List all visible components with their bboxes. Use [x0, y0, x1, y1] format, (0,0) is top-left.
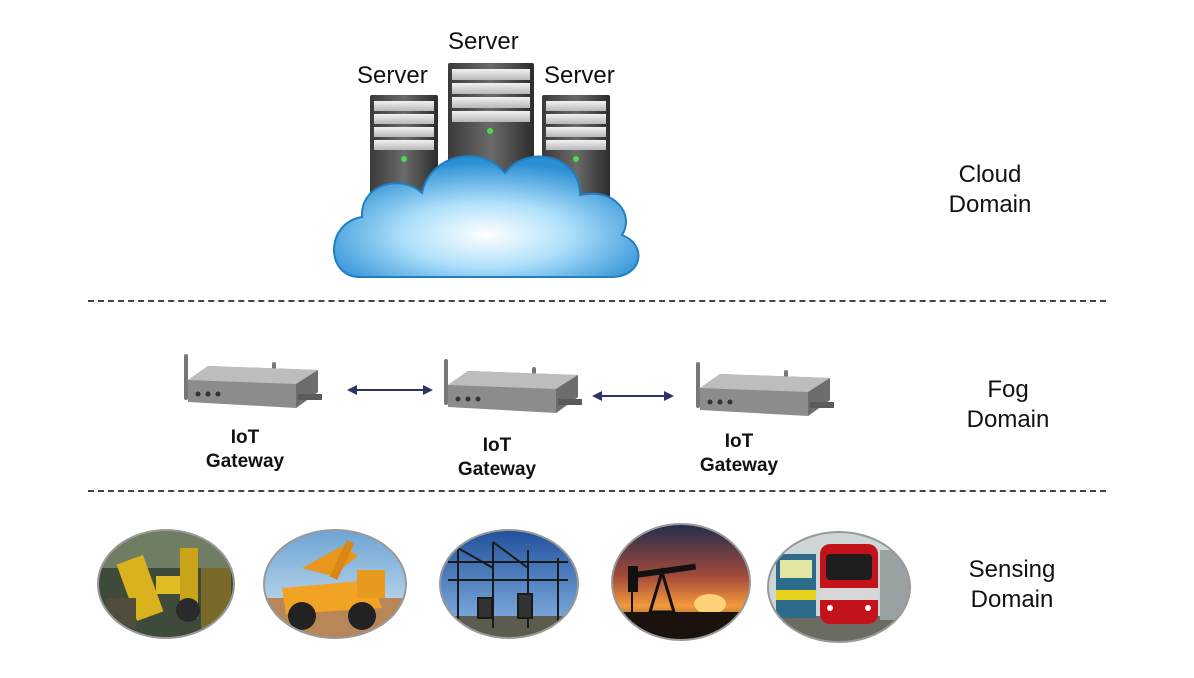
cloud-domain-label: Cloud Domain [910, 160, 1070, 220]
server-right-label: Server [544, 62, 615, 89]
oil-pump-icon [611, 523, 751, 641]
mining-truck-icon [263, 529, 407, 639]
iot-gateway-icon [444, 359, 582, 413]
server-left-label: Server [357, 62, 428, 89]
train-icon [767, 531, 911, 643]
sensing-domain-label-line1: Sensing [968, 556, 1056, 583]
cloud-icon [333, 155, 640, 278]
iot-gateway-label: IoT Gateway [205, 427, 285, 472]
fog-domain-label-line1: Fog [987, 376, 1029, 403]
sensing-domain-label-line2: Domain [970, 586, 1054, 613]
cloud-with-servers-graphic [333, 63, 640, 278]
divider-fog-sensing [88, 490, 1106, 492]
cloud-domain-label-line1: Cloud [958, 161, 1022, 188]
iot-gateway-label: IoT Gateway [457, 435, 537, 480]
iot-gateway-icon [184, 354, 322, 408]
fog-domain-label-line2: Domain [966, 406, 1050, 433]
iot-gateway-icon [696, 362, 834, 416]
bidirectional-arrow-icon [347, 385, 433, 395]
cloud-domain-label-line2: Domain [948, 191, 1032, 218]
factory-robot-icon [97, 529, 235, 639]
server-center-label: Server [448, 28, 519, 55]
divider-cloud-fog [88, 300, 1106, 302]
sensing-domain-label: Sensing Domain [932, 555, 1092, 615]
power-substation-icon [439, 529, 579, 639]
bidirectional-arrow-icon [592, 391, 674, 401]
fog-domain-label: Fog Domain [928, 375, 1088, 435]
iot-gateway-label: IoT Gateway [699, 431, 779, 476]
